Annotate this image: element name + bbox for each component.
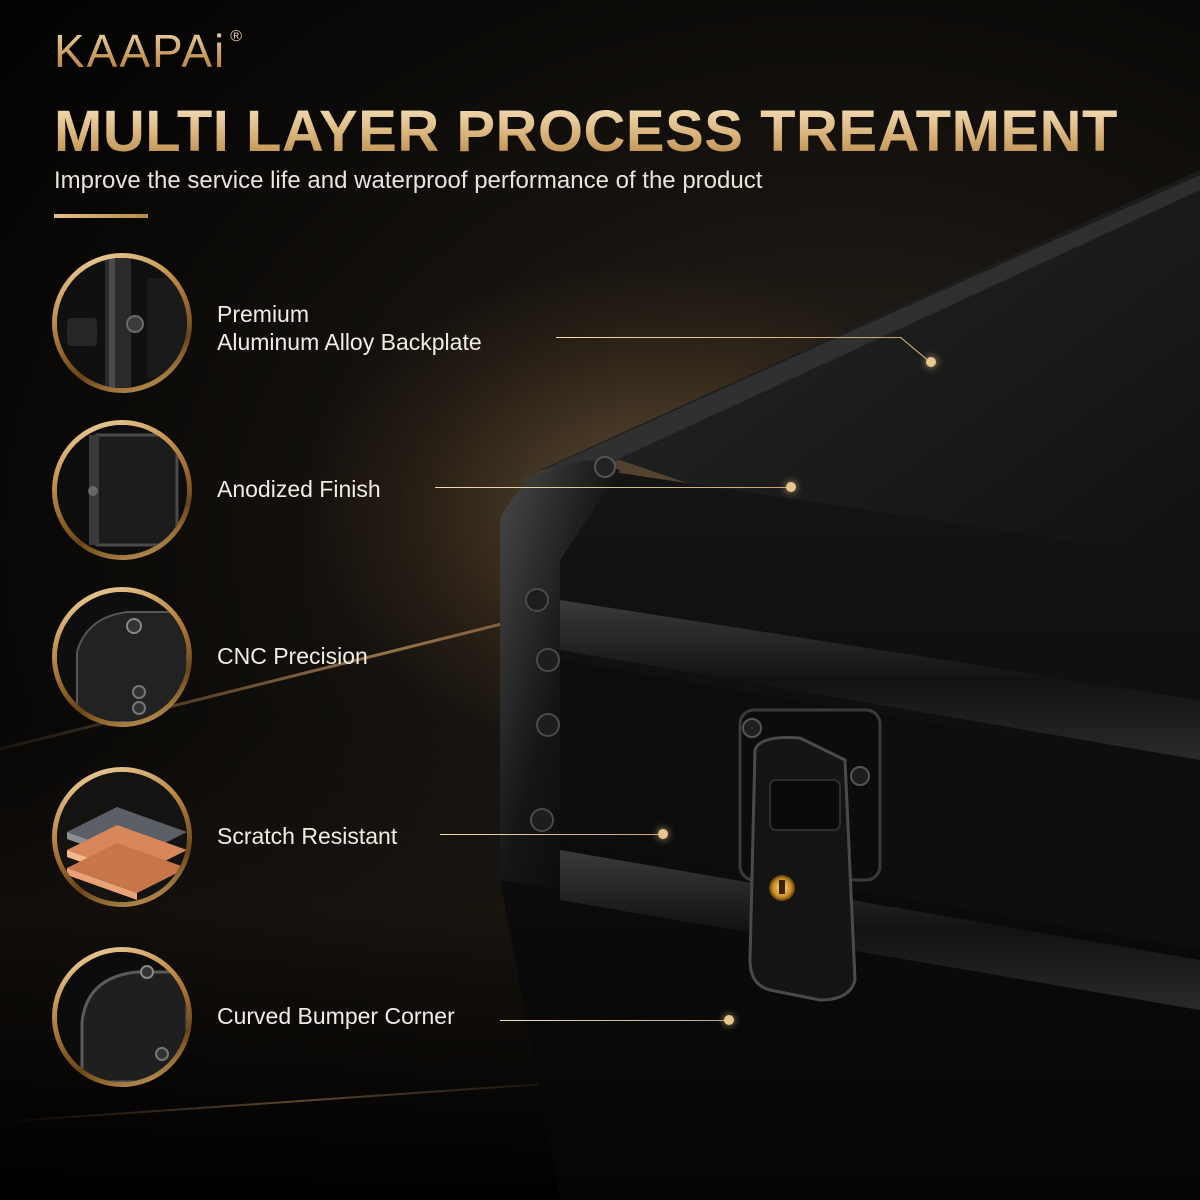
feature-label: Scratch Resistant xyxy=(217,823,398,849)
feature-badge xyxy=(52,253,192,393)
callout-line xyxy=(556,337,900,338)
callout-dot xyxy=(724,1015,734,1025)
feature-badge xyxy=(52,587,192,727)
brand-logo: KAAPAi ® xyxy=(54,24,242,78)
bumper-corner-closeup-icon xyxy=(57,952,187,1082)
feature-badge xyxy=(52,767,192,907)
feature-badge xyxy=(52,420,192,560)
callout-line xyxy=(435,487,790,488)
callout-dot xyxy=(926,357,936,367)
callout-line-bend xyxy=(899,336,931,363)
case-rail xyxy=(560,600,1200,760)
case-rail xyxy=(560,850,1200,1010)
corner-rivet-closeup-icon xyxy=(57,592,187,722)
case-latch xyxy=(738,708,882,1002)
callout-line xyxy=(440,834,662,835)
hinge-closeup-icon xyxy=(57,258,187,388)
feature-label: CNC Precision xyxy=(217,643,368,669)
feature-label: Curved Bumper Corner xyxy=(217,1003,455,1029)
feature-label: Anodized Finish xyxy=(217,476,381,502)
case-corner-bumper xyxy=(500,460,620,890)
panel-edge-closeup-icon xyxy=(57,425,187,555)
page-subtitle: Improve the service life and waterproof … xyxy=(54,167,763,194)
callout-line xyxy=(500,1020,728,1021)
feature-badge xyxy=(52,947,192,1087)
brand-name: KAAPAi xyxy=(54,25,227,77)
callout-dot xyxy=(786,482,796,492)
material-layers-icon xyxy=(57,772,187,902)
page-title: MULTI LAYER PROCESS TREATMENT xyxy=(54,99,1118,164)
feature-label: Premium Aluminum Alloy Backplate xyxy=(217,301,482,355)
registered-mark: ® xyxy=(230,28,243,45)
callout-dot xyxy=(658,829,668,839)
title-underline xyxy=(54,214,148,218)
